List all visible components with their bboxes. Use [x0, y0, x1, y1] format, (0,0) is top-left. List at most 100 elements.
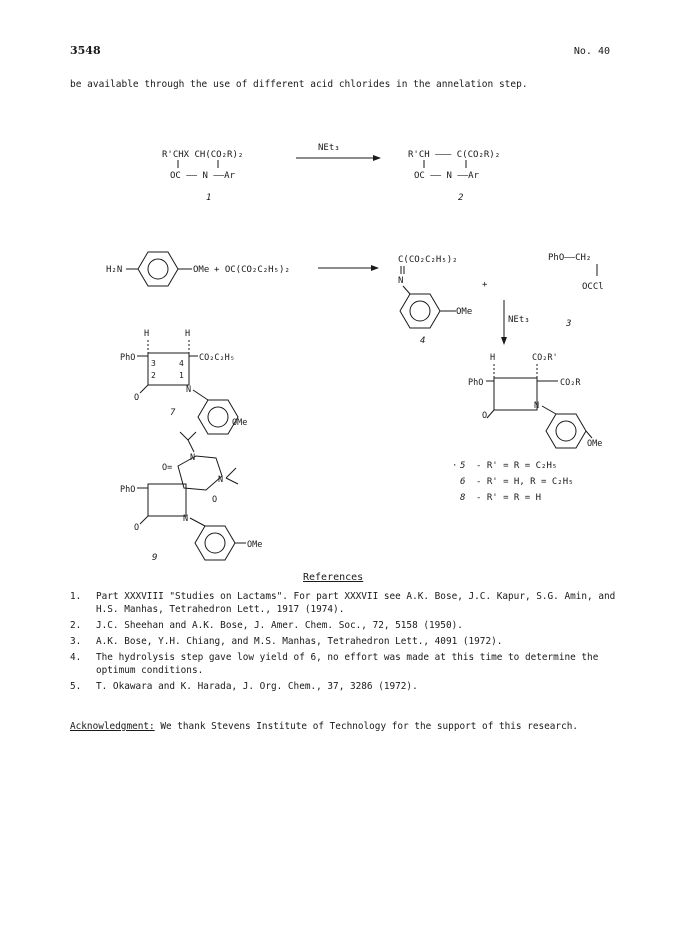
imine-top: C(CO₂C₂H₅)₂ — [398, 255, 458, 265]
bond — [187, 431, 197, 441]
references-heading: References — [303, 572, 364, 583]
compound-label-3: 3 — [565, 319, 571, 329]
s7-ring-1: 1 — [179, 371, 184, 380]
scheme1-reagent: NEt₃ — [318, 143, 340, 153]
imine-ome: OMe — [456, 307, 472, 317]
s7-h2: H — [185, 329, 190, 339]
s5-pho: PhO — [468, 378, 483, 388]
bond — [585, 430, 593, 439]
s9-o-lactam: O — [134, 523, 139, 533]
reference-text: The hydrolysis step gave low yield of 6,… — [96, 652, 599, 676]
compound-num-6: 6 — [460, 477, 465, 487]
imine-n: N — [398, 276, 403, 286]
reference-text: Part XXXVIII "Studies on Lactams". For p… — [96, 591, 616, 615]
compound-label-7: 7 — [170, 408, 176, 418]
scheme1-reactant-bottom: OC —— N ——Ar — [170, 171, 236, 181]
body-text: be available through the use of differen… — [70, 79, 528, 90]
aromatic-circle — [207, 406, 229, 428]
s7-n: N — [186, 385, 191, 395]
benzene-ring — [399, 293, 441, 329]
scheme1-product-bottom: OC —— N ——Ar — [414, 171, 480, 181]
bond — [541, 405, 557, 415]
compound-desc-6: - R' = H, R = C₂H₅ — [476, 477, 574, 487]
aromatic-circle — [204, 532, 226, 554]
reference-item: 3. A.K. Bose, Y.H. Chiang, and M.S. Manh… — [70, 635, 630, 648]
benzene-ring — [545, 413, 587, 449]
s7-o: O — [134, 393, 139, 403]
benzene-ring — [194, 525, 236, 561]
s7-ring-2: 2 — [151, 371, 156, 380]
bond — [189, 517, 206, 527]
acknowledgment-text: We thank Stevens Institute of Technology… — [160, 721, 579, 732]
compound-num-8: 8 — [460, 493, 465, 503]
reference-text: J.C. Sheehan and A.K. Bose, J. Amer. Che… — [96, 620, 463, 631]
amine-ome: OMe — [193, 265, 209, 275]
s9-pho: PhO — [120, 485, 135, 495]
structure9: N O= N O PhO N O OMe 9 — [120, 431, 262, 563]
s5-h: H — [490, 353, 495, 363]
aromatic-circle — [555, 420, 577, 442]
reference-number: 5. — [70, 681, 82, 692]
structure7: H H PhO CO₂C₂H₅ 3 4 2 1 N O OMe 7 — [120, 329, 247, 435]
reference-number: 3. — [70, 636, 82, 647]
aromatic-circle — [409, 300, 431, 322]
s7-ring-4: 4 — [179, 359, 184, 368]
acid-chloride-top: PhO——CH₂ — [548, 253, 591, 263]
hydantoin-ring — [177, 455, 223, 491]
bond — [225, 477, 239, 485]
s7-ring-3: 3 — [151, 359, 156, 368]
s5-co2r-prime: CO₂R' — [532, 353, 558, 363]
acid-chloride-bottom: OCCl — [582, 282, 604, 292]
bond — [225, 467, 237, 479]
reference-text: T. Okawara and K. Harada, J. Org. Chem.,… — [96, 681, 418, 692]
compound-desc-8: - R' = R = H — [476, 493, 541, 503]
beta-lactam-ring — [147, 352, 190, 386]
reference-text: A.K. Bose, Y.H. Chiang, and M.S. Manhas,… — [96, 636, 503, 647]
compound-label-9: 9 — [152, 553, 157, 563]
bond — [192, 389, 209, 401]
malonate-reactant: + OC(CO₂C₂H₅)₂ — [214, 265, 290, 275]
compound-desc-5: - R' = R = C₂H₅ — [476, 461, 557, 471]
bond — [179, 431, 189, 441]
bond — [486, 409, 495, 419]
page-number: 3548 — [70, 44, 101, 57]
s5-co2r: CO₂R — [560, 378, 581, 388]
scheme1-reactant-top: R'CHX CH(CO₂R)₂ — [162, 150, 243, 160]
s9-n-lactam: N — [183, 514, 188, 524]
down-reagent: NEt₃ — [508, 315, 530, 325]
s7-pho: PhO — [120, 353, 135, 363]
aromatic-circle — [147, 258, 169, 280]
journal-issue: No. 40 — [573, 46, 610, 57]
beta-lactam-ring — [147, 483, 187, 517]
compound-label-4: 4 — [420, 336, 425, 346]
scheme1-product-top: R'CH ——— C(CO₂R)₂ — [408, 150, 500, 160]
s5-o: O — [482, 411, 487, 421]
s5-n: N — [534, 401, 539, 411]
compound-label-1: 1 — [206, 193, 211, 203]
s9-n-right: N — [218, 475, 223, 485]
bond — [139, 515, 149, 525]
scheme1: R'CHX CH(CO₂R)₂ OC —— N ——Ar 1 NEt₃ R'CH… — [162, 143, 500, 203]
s9-o-upper: O= — [162, 463, 172, 473]
s7-ome: OMe — [232, 418, 247, 428]
reference-number: 4. — [70, 652, 82, 663]
acknowledgment: Acknowledgment: We thank Stevens Institu… — [70, 721, 578, 732]
s9-ome: OMe — [247, 540, 262, 550]
reference-item: 4. The hydrolysis step gave low yield of… — [70, 651, 630, 677]
compound-num-5: 5 — [460, 461, 465, 471]
amine-h2n: H₂N — [106, 265, 122, 275]
reference-number: 2. — [70, 620, 82, 631]
s7-ester: CO₂C₂H₅ — [199, 353, 235, 363]
acknowledgment-label: Acknowledgment: — [70, 721, 155, 732]
benzene-ring — [137, 251, 179, 287]
reference-item: 1. Part XXXVIII "Studies on Lactams". Fo… — [70, 590, 630, 616]
compound-label-2: 2 — [458, 193, 463, 203]
structure5: H CO₂R' PhO CO₂R N O OMe — [468, 353, 602, 449]
beta-lactam-ring — [493, 377, 538, 411]
bond — [139, 384, 149, 394]
scheme2: H₂N OMe + OC(CO₂C₂H₅)₂ C(CO₂C₂H₅)₂ N OMe… — [106, 251, 604, 346]
reference-item: 5. T. Okawara and K. Harada, J. Org. Che… — [70, 680, 630, 693]
compound-list: · 5 - R' = R = C₂H₅ 6 - R' = H, R = C₂H₅… — [452, 461, 574, 503]
reference-number: 1. — [70, 591, 82, 602]
